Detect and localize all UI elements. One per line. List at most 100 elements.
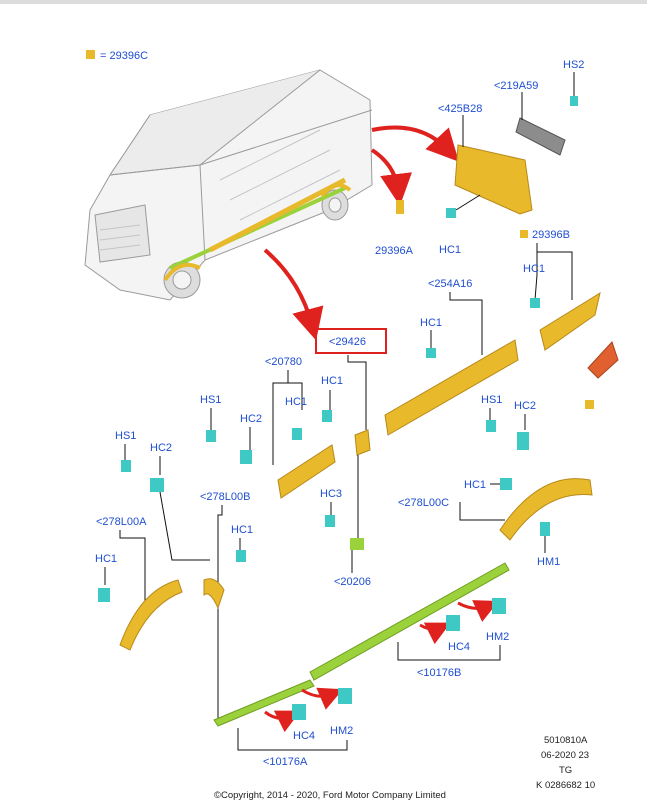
- legend-swatch: [86, 50, 95, 59]
- swatch-small-yellow: [585, 400, 594, 409]
- label-20780: <20780: [265, 356, 302, 368]
- label-278l00b: <278L00B: [200, 491, 250, 503]
- label-hc4-left: HC4: [293, 730, 315, 742]
- 10176b-leader: [397, 642, 501, 661]
- 29396b-leader: [536, 243, 573, 300]
- top-rule: [0, 0, 647, 4]
- van-side-moulding: [208, 177, 347, 253]
- moulding-10176a: [213, 679, 315, 727]
- hc1-20780-clip: [292, 428, 302, 440]
- part-29396b: [539, 291, 601, 351]
- hc4-right-clip: [446, 615, 460, 631]
- part-29396a: [396, 200, 404, 214]
- hs1-left-clip: [121, 460, 131, 472]
- label-425b28: <425B28: [438, 103, 482, 115]
- hc4-left-clip: [292, 704, 306, 720]
- hc2-left-clip: [150, 478, 164, 492]
- hc3-clip: [325, 515, 335, 527]
- hc2-right-clip: [517, 432, 529, 450]
- part-29426: [354, 429, 371, 456]
- label-hc1-29426: HC1: [321, 375, 343, 387]
- part-20206: [350, 538, 364, 550]
- label-278l00c: <278L00C: [398, 497, 449, 509]
- label-254a16: <254A16: [428, 278, 472, 290]
- label-hc2-mid: HC2: [240, 413, 262, 425]
- label-20206: <20206: [334, 576, 371, 588]
- label-hc1-a: HC1: [95, 553, 117, 565]
- arrow-hm2-right: [457, 600, 499, 622]
- van-wheelarch-trim: [163, 263, 201, 282]
- arrow-hc4-right: [419, 622, 451, 645]
- hc1-b-leader: [534, 252, 538, 301]
- hc1-c-clip: [236, 550, 246, 562]
- 278l00b-leader: [217, 505, 223, 725]
- moulding-10176b: [309, 562, 510, 681]
- hc1-b-clip: [530, 298, 540, 308]
- hs2-clip: [570, 96, 578, 106]
- part-278l00c: [499, 478, 593, 541]
- 29396b-swatch: [520, 230, 528, 238]
- highlight-box-29426: [315, 328, 387, 354]
- arrow-to-29396a: [370, 148, 412, 206]
- label-hc4-right: HC4: [448, 641, 470, 653]
- label-278l00a: <278L00A: [96, 516, 147, 528]
- hm1-clip: [540, 522, 550, 536]
- 20780-branch: [288, 382, 303, 410]
- hc1-a-clip: [98, 588, 110, 602]
- 278l00c-leader: [459, 502, 505, 521]
- label-hs1-left: HS1: [115, 430, 136, 442]
- arrow-hm2-left: [301, 687, 344, 710]
- footer-code-2: 06-2020 23: [541, 750, 589, 761]
- hm2-right-clip: [492, 598, 506, 614]
- label-10176a: <10176A: [263, 756, 308, 768]
- hc2-mid-clip: [240, 450, 252, 464]
- part-20780: [277, 444, 336, 499]
- 10176a-leader: [237, 728, 348, 751]
- label-hc1-254: HC1: [420, 317, 442, 329]
- hc2-left-to-278l00b: [159, 491, 210, 561]
- 278l00a-leader: [119, 530, 146, 605]
- label-hs2: HS2: [563, 59, 584, 71]
- label-hc2-left: HC2: [150, 442, 172, 454]
- label-hm1: HM1: [537, 556, 560, 568]
- arrow-to-29426: [263, 248, 324, 341]
- hs1-right-clip: [486, 420, 496, 432]
- 20780-leader: [272, 370, 289, 465]
- part-254a16: [384, 339, 519, 436]
- arrow-to-rear-panel: [371, 125, 459, 162]
- 254a16-leader: [449, 292, 483, 355]
- hm2-left-clip: [338, 688, 352, 704]
- label-hc1-b: HC1: [523, 263, 545, 275]
- label-hc3: HC3: [320, 488, 342, 500]
- footer-code-1: 5010810A: [544, 735, 588, 746]
- van-illustration: [84, 69, 373, 301]
- label-hc1-c: HC1: [231, 524, 253, 536]
- label-29396a: 29396A: [375, 245, 414, 257]
- rear-panel-part: [454, 144, 533, 215]
- label-10176b: <10176B: [417, 667, 461, 679]
- bracket-219a59: [515, 117, 566, 156]
- hs1-mid-clip: [206, 430, 216, 442]
- part-278l00a: [119, 579, 183, 651]
- label-hc1-top: HC1: [439, 244, 461, 256]
- label-hs1-right: HS1: [481, 394, 502, 406]
- label-219a59: <219A59: [494, 80, 538, 92]
- bracket-orange: [587, 341, 619, 379]
- legend-text: = 29396C: [100, 50, 148, 62]
- label-hm2-left: HM2: [330, 725, 353, 737]
- hc1-254-clip: [426, 348, 436, 358]
- label-hc2-right: HC2: [514, 400, 536, 412]
- footer-code-3: TG: [559, 765, 572, 776]
- hc1-top-leader: [455, 194, 481, 211]
- footer-code-4: K 0286682 10: [536, 780, 595, 791]
- label-hc1-b2: HC1: [464, 479, 486, 491]
- label-hc1-20780: HC1: [285, 396, 307, 408]
- label-29426: <29426: [329, 336, 366, 348]
- hc1-top-clip: [446, 208, 456, 218]
- label-29396b: 29396B: [532, 229, 570, 241]
- arrow-hc4-left: [264, 710, 301, 733]
- part-278l00b: [203, 578, 225, 610]
- footer-copyright: ©Copyright, 2014 - 2020, Ford Motor Comp…: [214, 790, 446, 801]
- label-hm2-right: HM2: [486, 631, 509, 643]
